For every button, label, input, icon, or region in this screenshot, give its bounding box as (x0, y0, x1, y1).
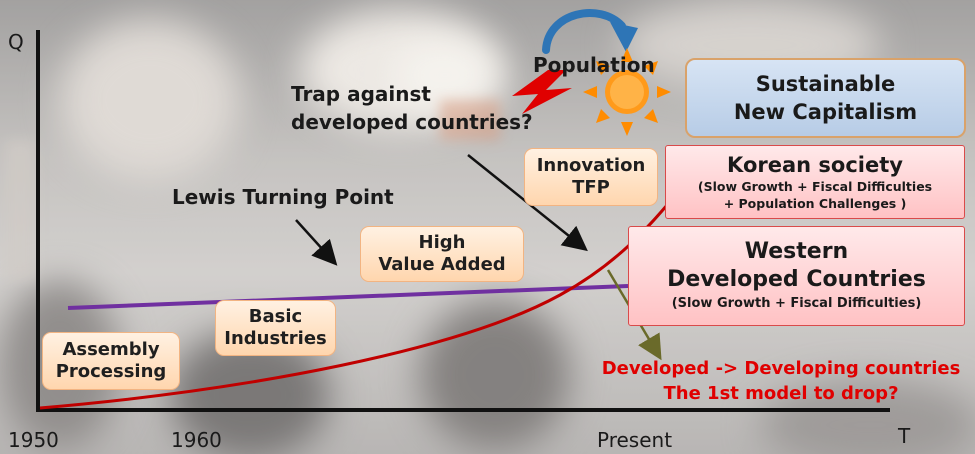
stage-assembly-processing: Assembly Processing (42, 332, 180, 390)
y-axis-label: Q (8, 30, 24, 54)
sun-icon (583, 48, 671, 136)
lewis-arrow (295, 219, 338, 266)
developed-countries-line (67, 284, 629, 310)
x-axis-label: T (898, 424, 911, 448)
korean-society-box: Korean society (Slow Growth + Fiscal Dif… (665, 145, 965, 219)
stage-basic-industries: Basic Industries (215, 300, 336, 356)
stage-high-value-added: High Value Added (360, 226, 524, 282)
population-label: Population (533, 53, 655, 77)
cycle-arrow-icon (542, 9, 638, 54)
stage-innovation-label: Innovation TFP (536, 155, 646, 198)
western-developed-subtitle: (Slow Growth + Fiscal Difficulties) (671, 296, 922, 311)
stage-innovation-tfp: Innovation TFP (524, 148, 658, 206)
sustainable-label: Sustainable New Capitalism (733, 72, 918, 124)
stage-basic-label: Basic Industries (224, 306, 327, 349)
korean-society-title: Korean society (727, 153, 903, 177)
korean-society-subtitle: (Slow Growth + Fiscal Difficulties + Pop… (697, 179, 933, 211)
western-developed-title: Western Developed Countries (667, 239, 926, 292)
sustainable-new-capitalism-box: Sustainable New Capitalism (685, 58, 966, 138)
lewis-turning-point-label: Lewis Turning Point (172, 185, 394, 209)
western-developed-box: Western Developed Countries (Slow Growth… (628, 226, 965, 326)
stage-assembly-label: Assembly Processing (55, 339, 167, 382)
trap-label: Trap against developed countries? (291, 82, 533, 134)
x-tick-1960: 1960 (171, 428, 222, 452)
x-tick-present: Present (597, 428, 673, 452)
developed-drop-label: Developed -> Developing countries The 1s… (601, 358, 961, 404)
x-tick-1950: 1950 (8, 428, 59, 452)
stage-high-value-label: High Value Added (378, 232, 506, 275)
lightning-icon (512, 70, 572, 114)
